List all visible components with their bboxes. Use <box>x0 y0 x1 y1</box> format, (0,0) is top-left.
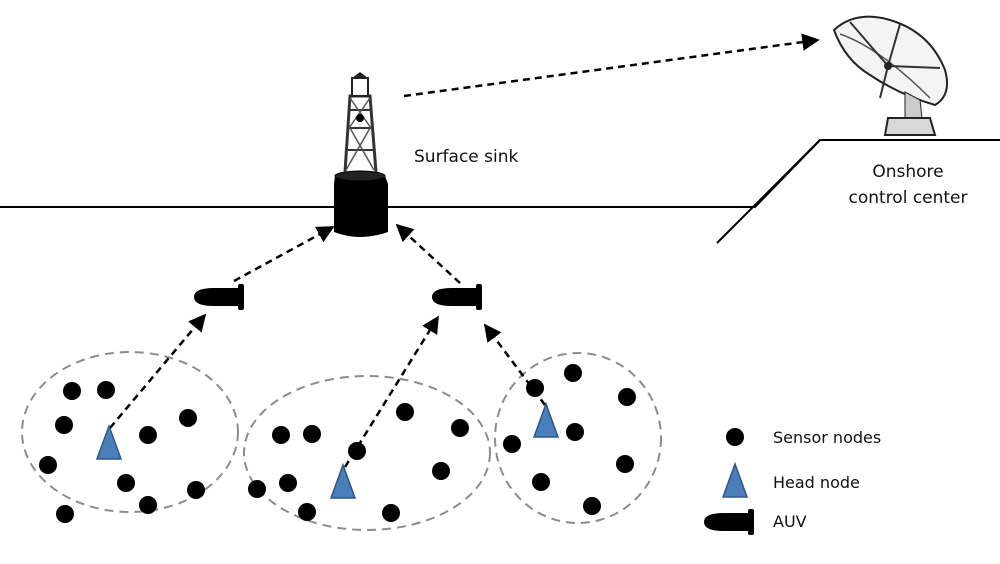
sensor-node <box>503 435 521 453</box>
legend-head-symbol <box>721 461 749 498</box>
sensor-node <box>303 425 321 443</box>
shore-slope-line <box>716 139 821 244</box>
sensor-node <box>187 481 205 499</box>
legend-auv-label: AUV <box>773 512 807 531</box>
sensor-node <box>248 480 266 498</box>
legend-sensor-label: Sensor nodes <box>773 428 881 447</box>
sensor-node <box>139 496 157 514</box>
arrow-sink-to-dish <box>403 33 820 98</box>
sensor-node <box>348 442 366 460</box>
sensor-node <box>97 381 115 399</box>
auv-icon <box>432 284 482 310</box>
onshore-label-line2: control center <box>848 188 967 208</box>
cluster-3 <box>494 352 662 524</box>
satellite-dish-icon <box>832 15 948 136</box>
legend-sensor-symbol <box>726 428 744 446</box>
sensor-node <box>298 503 316 521</box>
link-arrows <box>109 33 820 468</box>
sensor-node <box>139 426 157 444</box>
arrow-head1-to-auv1 <box>109 313 207 429</box>
head-nodes <box>95 401 560 499</box>
head-node <box>329 462 357 499</box>
cluster-2 <box>243 375 491 531</box>
head-node <box>532 401 560 438</box>
sensor-node <box>279 474 297 492</box>
legend-head-label: Head node <box>773 473 860 492</box>
sensor-node <box>618 388 636 406</box>
sensor-nodes <box>39 364 636 523</box>
sensor-node <box>396 403 414 421</box>
sensor-node <box>583 497 601 515</box>
head-node <box>95 423 123 460</box>
sensor-node <box>272 426 290 444</box>
cluster-1 <box>21 351 239 513</box>
legend: Sensor nodes Head node AUV <box>704 428 881 535</box>
sensor-node <box>616 455 634 473</box>
auv-icon <box>194 284 244 310</box>
sensor-node <box>526 379 544 397</box>
legend-auv-icon <box>704 509 754 535</box>
arrow-auv2-to-sink <box>395 223 461 284</box>
sensor-node <box>55 416 73 434</box>
sensor-node <box>56 505 74 523</box>
arrow-head2-to-auv2 <box>343 315 440 468</box>
sensor-node <box>564 364 582 382</box>
arrow-auv1-to-sink <box>233 225 335 283</box>
surface-sink-label: Surface sink <box>414 147 519 167</box>
sensor-node <box>532 473 550 491</box>
sensor-node <box>382 504 400 522</box>
sensor-node <box>451 419 469 437</box>
sensor-node <box>117 474 135 492</box>
sensor-node <box>39 456 57 474</box>
onshore-label-line1: Onshore <box>872 162 943 182</box>
sensor-node <box>179 409 197 427</box>
surface-buoy-icon <box>334 72 388 237</box>
sensor-node <box>566 423 584 441</box>
sensor-node <box>432 462 450 480</box>
sensor-node <box>63 382 81 400</box>
